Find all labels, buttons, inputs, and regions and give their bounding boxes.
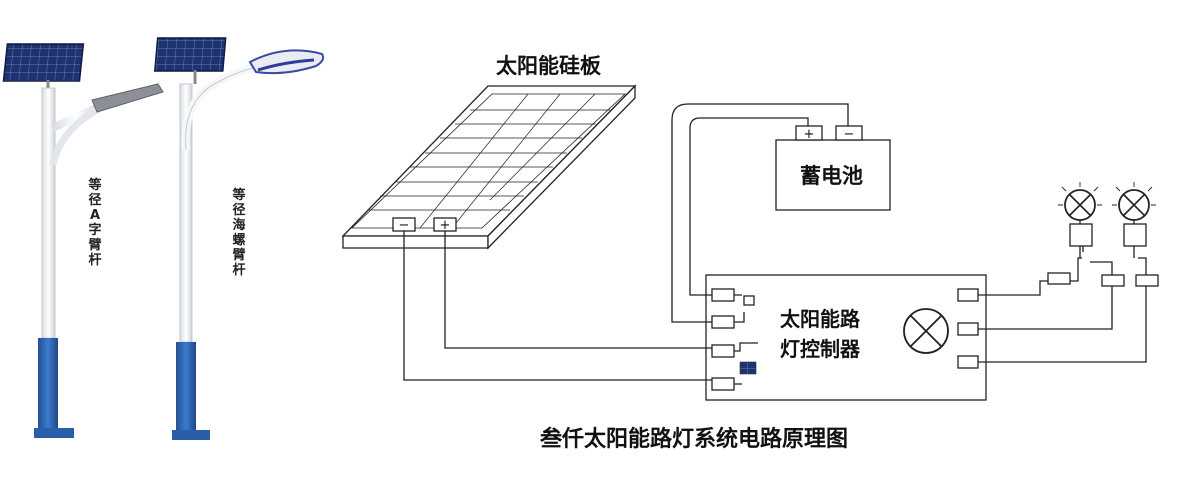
battery bbox=[775, 139, 891, 211]
pole-base bbox=[176, 342, 196, 434]
wire bbox=[444, 231, 712, 349]
circuit-diagram bbox=[341, 84, 1159, 401]
right-pole-label: 等径海螺臂杆 bbox=[232, 188, 246, 278]
solar-panel-small bbox=[153, 37, 227, 72]
panel-negative-symbol: − bbox=[399, 218, 410, 233]
solar-panel-small bbox=[2, 43, 85, 82]
panel-positive-symbol: + bbox=[440, 218, 451, 233]
battery-negative-terminal bbox=[835, 125, 863, 141]
battery-positive-symbol: + bbox=[804, 127, 815, 142]
controller-label: 太阳能路 灯控制器 bbox=[780, 304, 860, 364]
battery-label: 蓄电池 bbox=[800, 164, 863, 188]
solar-panel bbox=[341, 84, 637, 250]
battery-positive-terminal bbox=[795, 125, 823, 141]
led-lamp-head bbox=[91, 83, 164, 113]
pole-base bbox=[38, 338, 58, 433]
diagram-caption: 叁仟太阳能路灯系统电路原理图 bbox=[540, 427, 849, 452]
controller-label-line1: 太阳能路 bbox=[780, 307, 860, 331]
street-lamp-2 bbox=[1112, 182, 1156, 258]
battery-negative-symbol: − bbox=[844, 127, 855, 142]
street-lamp-1 bbox=[1058, 182, 1102, 258]
pole-conch-arm bbox=[153, 37, 325, 440]
solar-panel-label: 太阳能硅板 bbox=[496, 54, 601, 78]
wire bbox=[403, 231, 712, 381]
left-pole-label: 等径A字臂杆 bbox=[88, 178, 102, 268]
controller-label-line2: 灯控制器 bbox=[780, 337, 860, 361]
pole-a-arm bbox=[2, 43, 164, 438]
